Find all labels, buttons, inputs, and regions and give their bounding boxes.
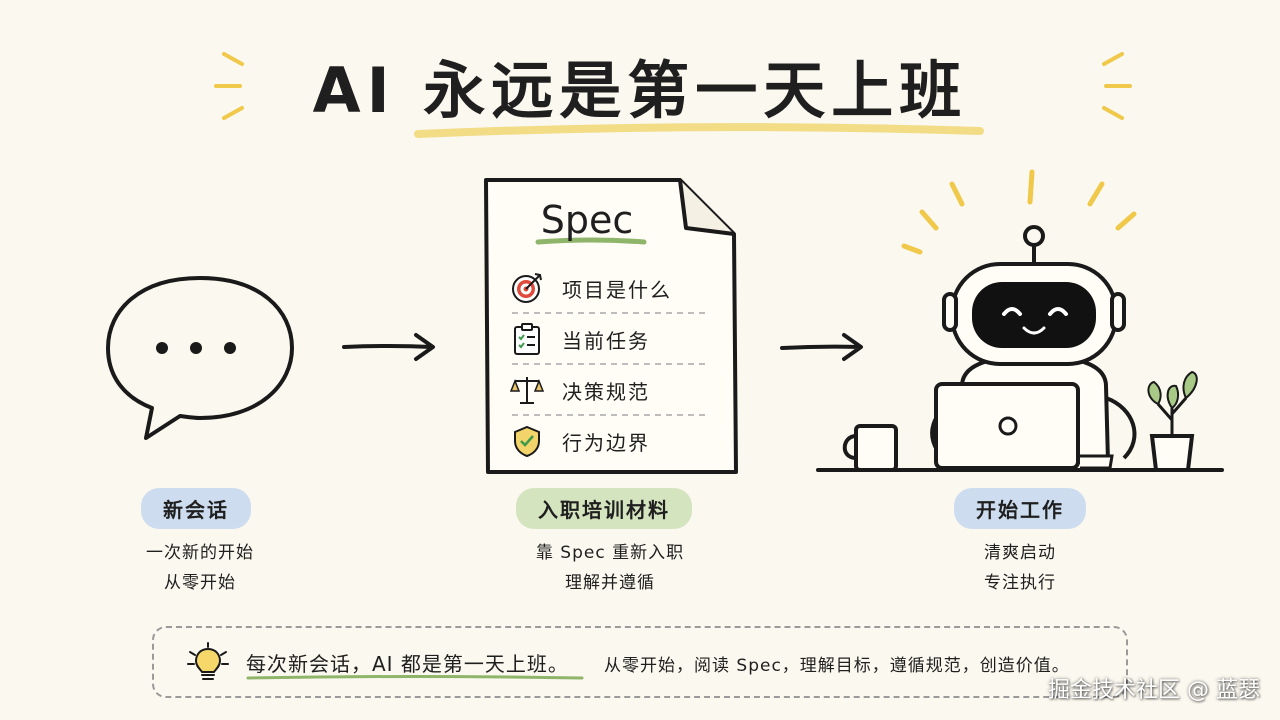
step-caption-onboarding: 靠 Spec 重新入职 理解并遵循 <box>500 538 720 598</box>
arrow-right-icon <box>780 333 863 361</box>
caption-line: 理解并遵循 <box>565 573 655 593</box>
step-caption-new-session: 一次新的开始 从零开始 <box>110 538 290 598</box>
target-icon <box>512 273 542 303</box>
shield-icon <box>514 425 540 458</box>
caption-line: 清爽启动 <box>984 543 1056 563</box>
caption-line: 靠 Spec 重新入职 <box>535 543 685 563</box>
clipboard-icon <box>514 323 540 355</box>
step-caption-start-work: 清爽启动 专注执行 <box>930 538 1110 598</box>
document-icon <box>484 178 738 474</box>
caption-line: 一次新的开始 <box>146 543 254 563</box>
step-label-start-work: 开始工作 <box>954 488 1086 529</box>
spec-item-label: 决策规范 <box>562 379 650 404</box>
spec-item-task: 当前任务 <box>510 319 710 359</box>
spec-item-label: 行为边界 <box>562 430 650 455</box>
robot-icon <box>816 169 1224 472</box>
footer-underline <box>246 675 584 680</box>
step-label-new-session: 新会话 <box>141 488 251 529</box>
page-title: AI 永远是第一天上班 <box>312 54 968 127</box>
sparkle-right-icon <box>1102 52 1132 120</box>
step-label-onboarding: 入职培训材料 <box>516 488 692 529</box>
spec-item-decision: 决策规范 <box>510 370 710 410</box>
caption-line: 专注执行 <box>984 573 1056 593</box>
lightbulb-icon <box>187 642 229 680</box>
spec-item-label: 当前任务 <box>562 328 650 353</box>
footer-callout <box>152 626 1128 698</box>
spec-item-boundary: 行为边界 <box>510 421 710 461</box>
sparkle-left-icon <box>214 52 244 120</box>
watermark: 掘金技术社区 @ 蓝瑟 <box>1048 678 1260 703</box>
speech-bubble-icon <box>106 276 294 440</box>
spec-item-project: 项目是什么 <box>510 268 710 308</box>
footer-sub-text: 从零开始，阅读 Spec，理解目标，遵循规范，创造价值。 <box>604 656 1070 676</box>
caption-line: 从零开始 <box>164 573 236 593</box>
spec-title: Spec <box>540 198 634 242</box>
footer-main-text: 每次新会话，AI 都是第一天上班。 <box>246 652 569 676</box>
spec-item-label: 项目是什么 <box>562 277 672 302</box>
arrow-right-icon <box>342 333 435 361</box>
scales-icon <box>510 377 544 404</box>
